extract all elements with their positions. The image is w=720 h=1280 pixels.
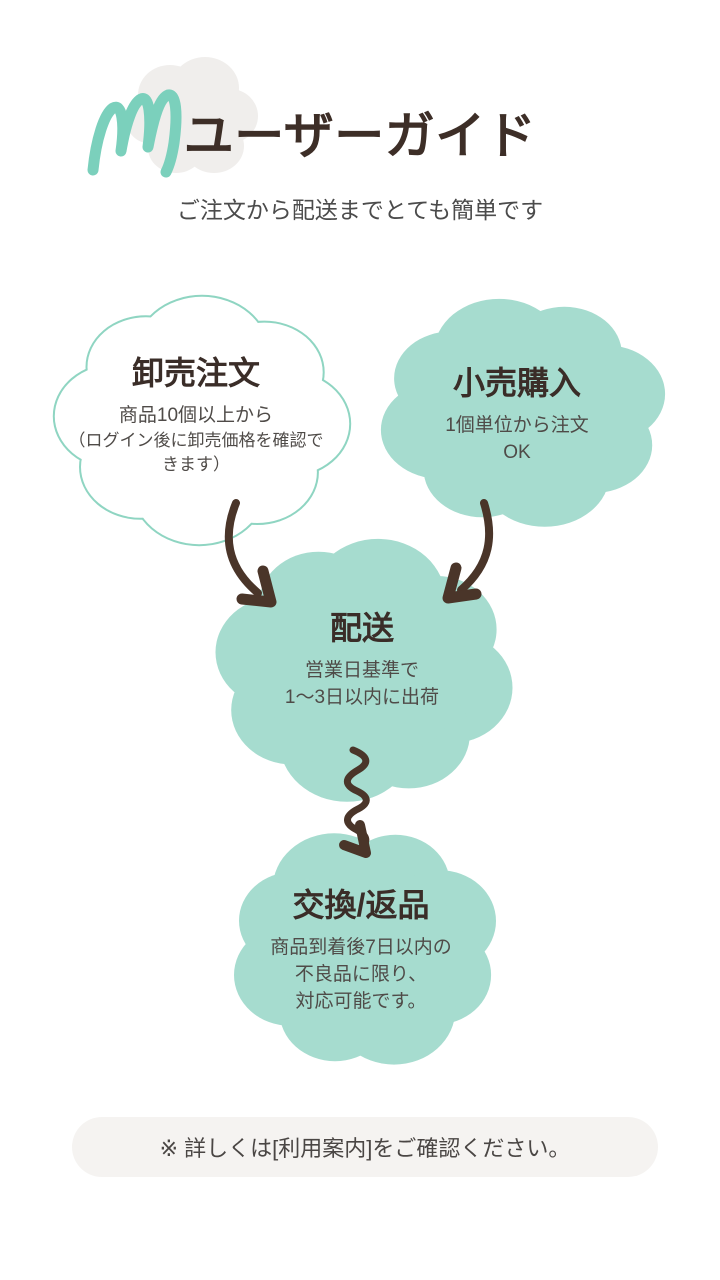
flow-clouds — [52, 294, 666, 1065]
step-line: 1〜3日以内に出荷 — [284, 687, 440, 708]
footer-note-text: ※ 詳しくは[利用案内]をご確認ください。 — [159, 1136, 571, 1161]
step-line: 1個単位から注文 — [445, 415, 589, 436]
step-line: 不良品に限り、 — [294, 964, 428, 985]
step-title: 小売購入 — [452, 365, 581, 401]
cloud-shape-shipping — [215, 538, 513, 802]
page-title: ユーザーガイド — [183, 108, 537, 164]
step-line: OK — [503, 442, 531, 463]
step-wholesale-order: 卸売注文 商品10個以上から （ログイン後に卸売価格を確認で きます） — [36, 354, 356, 477]
arrow-shipping-to-return-icon — [339, 746, 371, 858]
step-title: 卸売注文 — [131, 355, 260, 391]
step-exchange-return: 交換/返品 商品到着後7日以内の 不良品に限り、 対応可能です。 — [211, 886, 511, 1015]
page-subtitle: ご注文から配送までとても簡単です — [176, 197, 544, 223]
cloud-shape-wholesale-order — [52, 294, 352, 547]
step-line: （ログイン後に卸売価格を確認で — [68, 431, 324, 450]
m-scribble-icon — [87, 89, 182, 178]
step-line: 対応可能です。 — [295, 991, 427, 1012]
cloud-shape-exchange-return — [234, 833, 496, 1065]
step-shipping: 配送 営業日基準で 1〜3日以内に出荷 — [209, 609, 515, 711]
step-line: 営業日基準で — [304, 660, 419, 681]
step-line: 商品到着後7日以内の — [270, 937, 452, 958]
step-line: きます） — [162, 455, 230, 474]
arrow-retail-to-shipping-icon — [442, 499, 494, 604]
footer-note-pill: ※ 詳しくは[利用案内]をご確認ください。 — [72, 1117, 658, 1177]
cloud-shape-retail-purchase — [380, 298, 666, 527]
arrow-wholesale-to-shipping-icon — [224, 499, 277, 608]
step-line: 商品10個以上から — [118, 405, 274, 426]
step-retail-purchase: 小売購入 1個単位から注文 OK — [377, 364, 657, 466]
step-title: 配送 — [329, 610, 394, 646]
step-title: 交換/返品 — [292, 887, 430, 923]
